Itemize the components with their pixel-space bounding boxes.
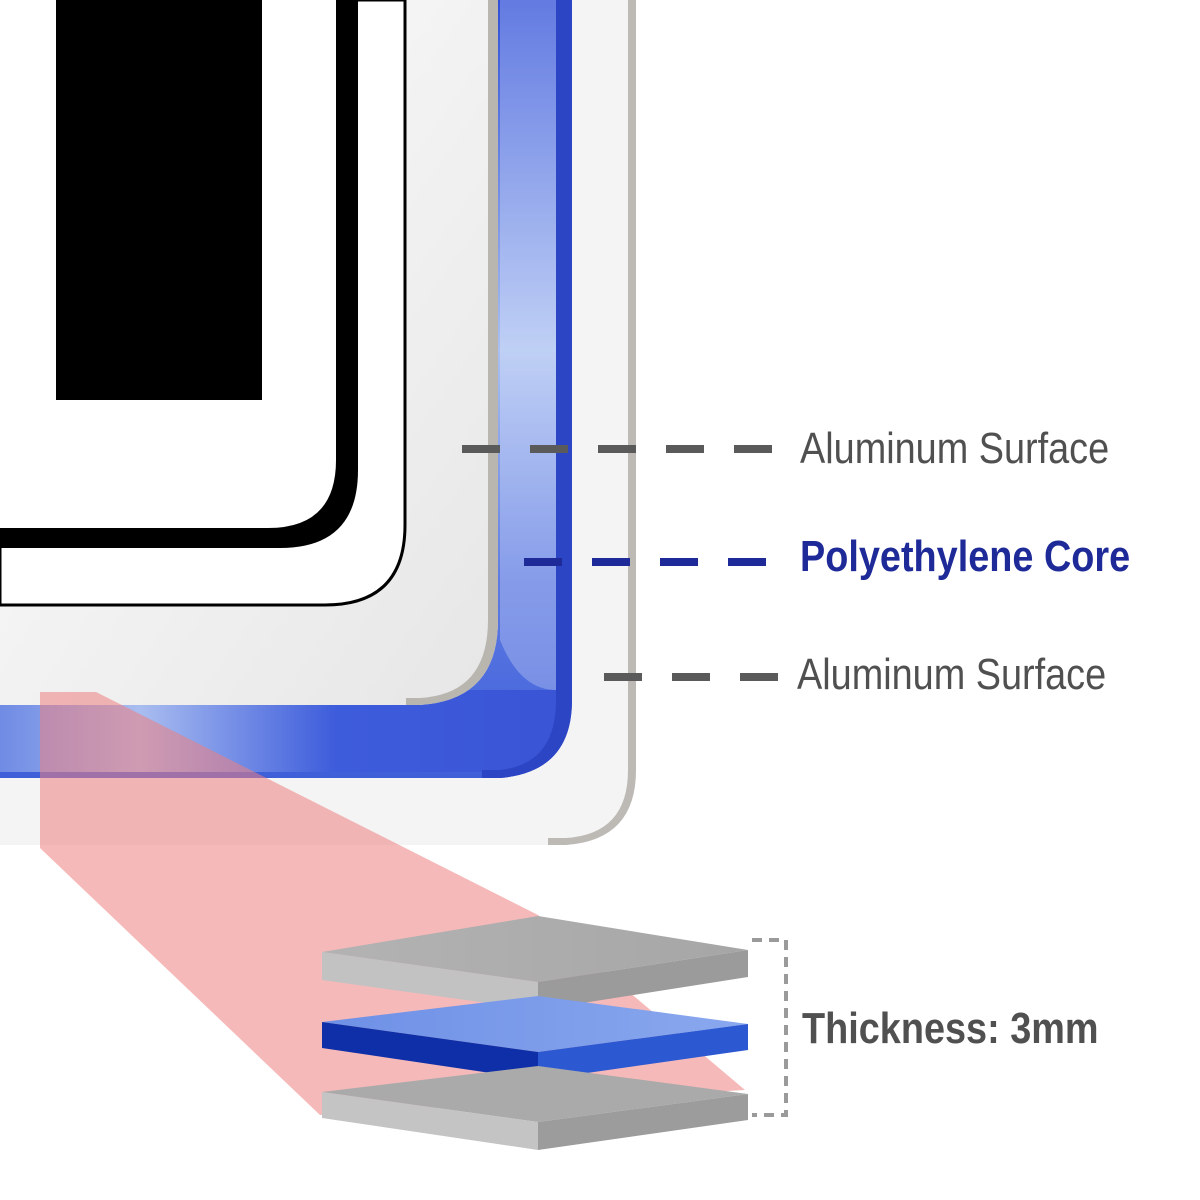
exploded-layers [322, 916, 748, 1150]
label-polyethylene-core: Polyethylene Core [800, 532, 1131, 581]
sign-face [0, 0, 407, 607]
leader-lines [462, 445, 790, 681]
label-aluminum-surface-top: Aluminum Surface [800, 424, 1110, 473]
plate-aluminum-bottom [322, 1066, 748, 1150]
label-aluminum-surface-bottom: Aluminum Surface [797, 650, 1107, 699]
plate-aluminum-top [322, 916, 748, 1010]
plate-polyethylene-core [322, 996, 748, 1080]
label-thickness: Thickness: 3mm [802, 1004, 1099, 1053]
thickness-bracket [752, 938, 788, 1117]
sign-symbol-block [56, 0, 262, 400]
